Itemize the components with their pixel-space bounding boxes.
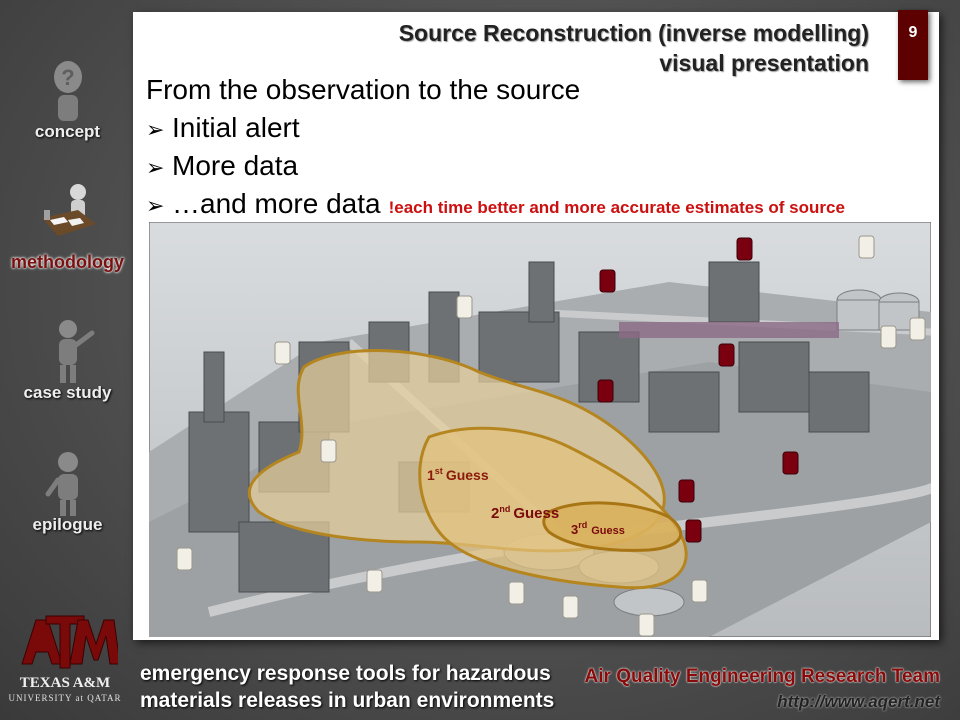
bullet-and-more-data: ➢ …and more data !each time better and mor… [146,188,845,220]
nav-item-case-study[interactable]: case study [0,315,135,415]
accuracy-note: !each time better and more accurate esti… [388,198,845,217]
sensor-white-5 [909,317,926,341]
sensor-red-6 [678,479,695,503]
slide-heading: From the observation to the source [146,74,581,105]
nav-item-concept[interactable]: ? concept [0,50,135,150]
presenter-figure-icon [59,320,95,383]
footer-tagline-line1: emergency response tools for hazardous [140,662,551,685]
slide-title-line2: visual presentation [659,50,869,76]
page-number-badge: 9 [898,10,928,80]
logo-line1: TEXAS A&M [19,675,111,691]
arrow-bullet-icon: ➢ [146,193,165,218]
nav-item-epilogue[interactable]: epilogue [0,445,135,545]
sensor-red-4 [597,379,614,403]
third-guess-plume [542,501,682,552]
arrow-bullet-icon: ➢ [146,155,165,180]
svg-text:?: ? [61,65,74,90]
bullet-more-data: ➢ More data [146,150,298,182]
sensor-white-12 [691,579,708,603]
question-figure-icon: ? [54,61,82,121]
nav-label-epilogue: epilogue [32,515,103,534]
arrow-bullet-icon: ➢ [146,117,165,142]
logo-line2: UNIVERSITY at QATAR [8,693,122,703]
slide-title: Source Reconstruction (inverse modelling… [399,18,869,78]
nav-label-case-study: case study [23,383,112,402]
sensor-white-11 [638,613,655,637]
sensor-red-3 [718,343,735,367]
team-url-link[interactable]: http://www.aqert.net [777,692,940,711]
sensor-white-6 [320,439,337,463]
nav-item-methodology[interactable]: methodology [0,180,135,280]
sensor-white-2 [456,295,473,319]
sensor-white-9 [508,581,525,605]
sensor-red-7 [685,519,702,543]
sensor-white-1 [858,235,875,259]
footer-tagline: emergency response tools for hazardous m… [140,660,554,714]
nav-label-concept: concept [34,122,101,141]
sensor-white-7 [176,547,193,571]
sensor-red-2 [599,269,616,293]
bullet-text: More data [172,150,299,181]
sensor-white-10 [562,595,579,619]
bullet-text: …and more data [172,188,381,219]
sensor-red-5 [782,451,799,475]
nav-label-methodology: methodology [11,252,124,272]
bullet-text: Initial alert [172,112,300,143]
footer-team: Air Quality Engineering Research Team ht… [585,664,940,714]
sensor-white-4 [880,325,897,349]
texas-am-logo [21,615,118,669]
slide-title-line1: Source Reconstruction (inverse modelling… [398,20,869,46]
bullet-initial-alert: ➢ Initial alert [146,112,300,144]
desk-figure-icon [42,184,96,236]
footer-tagline-line2: materials releases in urban environments [140,689,555,712]
team-name: Air Quality Engineering Research Team [584,666,940,687]
sidebar-nav: ? concept methodology case study [0,0,135,720]
sensor-white-8 [366,569,383,593]
sensor-red-1 [736,237,753,261]
sensor-white-3 [274,341,291,365]
standing-figure-icon [45,452,78,516]
